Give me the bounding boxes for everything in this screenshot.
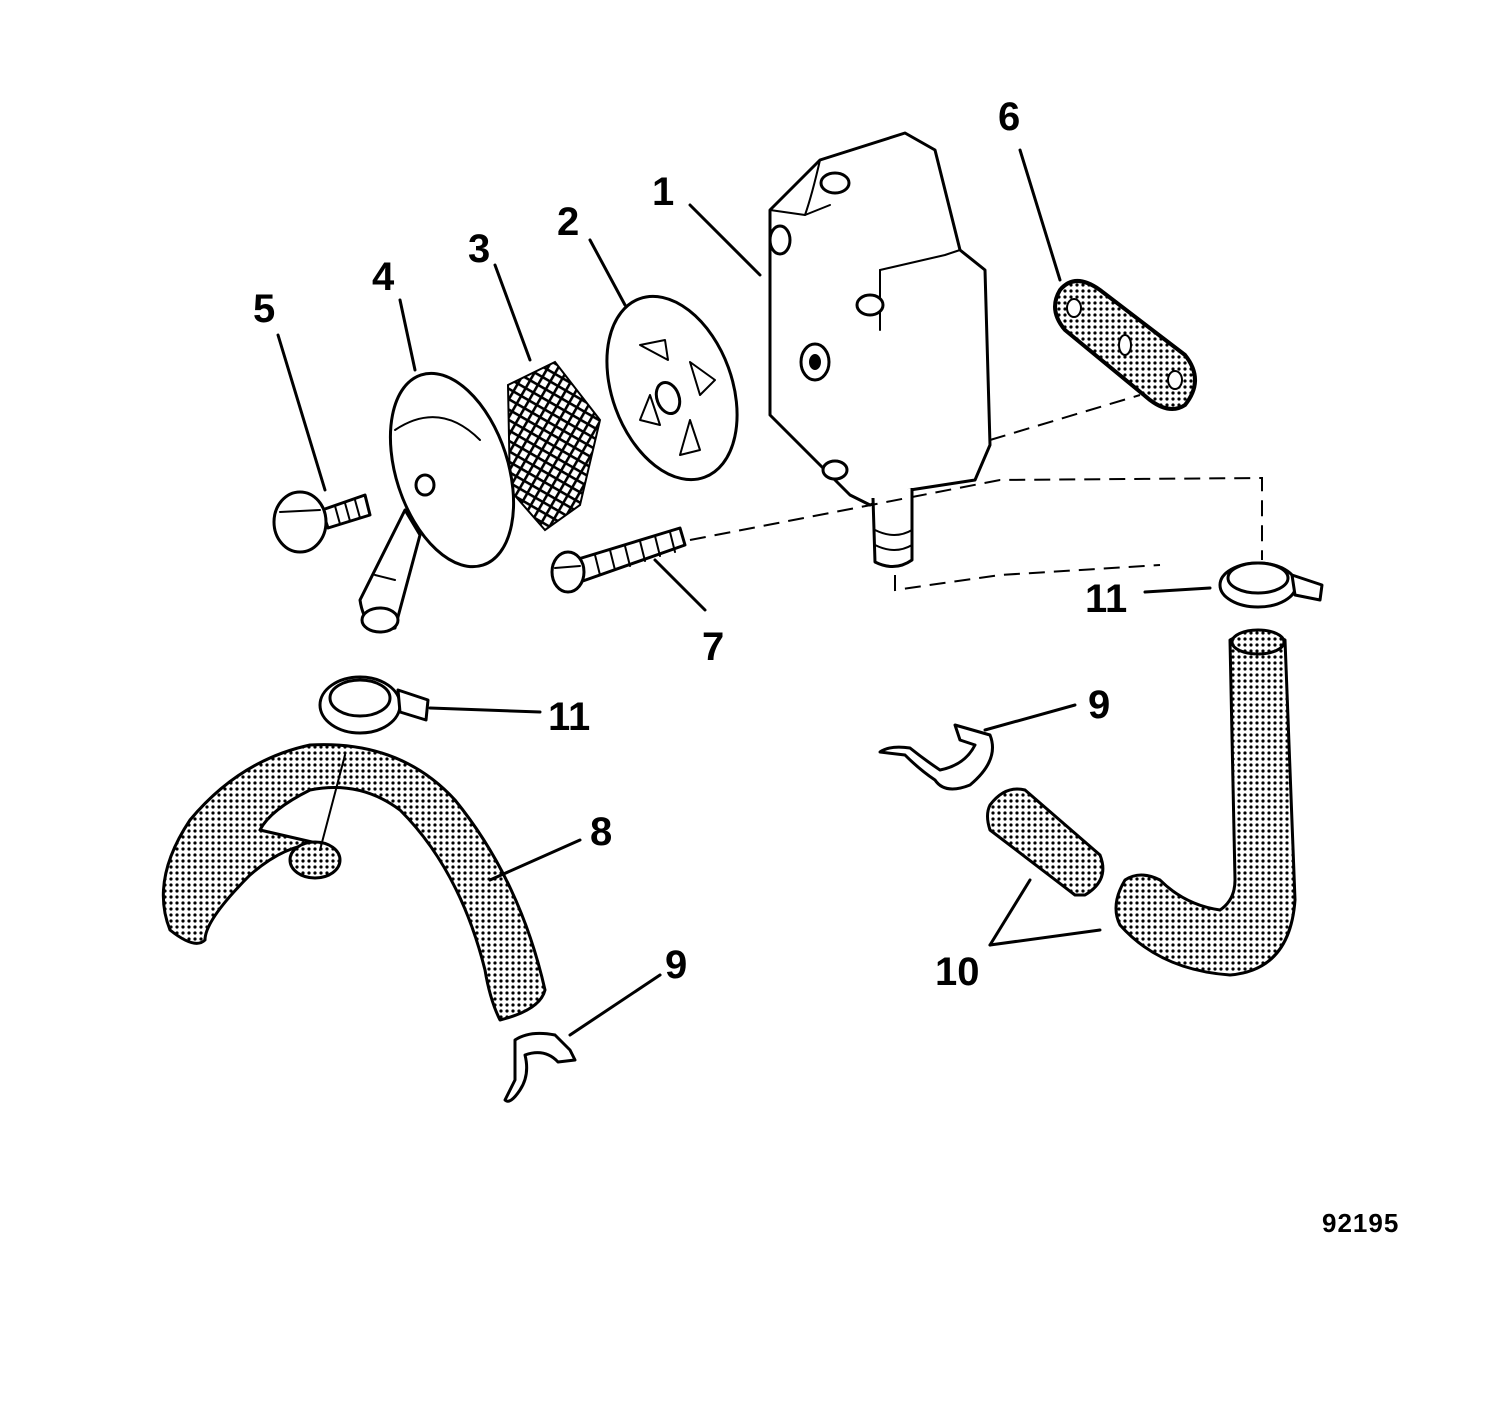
fuel-hose-elbow bbox=[1114, 628, 1297, 977]
callout-9-lower: 9 bbox=[665, 943, 687, 987]
leader-lines bbox=[276, 148, 1212, 1037]
assembly-line-fitting bbox=[894, 564, 1161, 592]
callout-10: 10 bbox=[935, 950, 980, 994]
filter-screen bbox=[506, 360, 602, 532]
fuel-hose-curved bbox=[161, 743, 547, 1022]
callout-4: 4 bbox=[372, 255, 395, 299]
hose-clamp-lower bbox=[318, 675, 430, 735]
callout-11-lower: 11 bbox=[548, 695, 590, 739]
callout-1: 1 bbox=[652, 170, 674, 214]
fuel-pump-body bbox=[768, 131, 992, 568]
callout-11-upper: 11 bbox=[1085, 577, 1127, 621]
valve-plate bbox=[605, 294, 739, 482]
mounting-screw bbox=[550, 526, 687, 594]
figure-number: 92195 bbox=[1322, 1208, 1399, 1238]
callout-5: 5 bbox=[253, 287, 275, 331]
hose-clip-upper bbox=[878, 723, 994, 791]
callout-2: 2 bbox=[557, 200, 579, 244]
assembly-line-screw bbox=[689, 476, 1263, 560]
callout-3: 3 bbox=[468, 227, 490, 271]
callout-9-upper: 9 bbox=[1088, 683, 1110, 727]
cover-screw bbox=[272, 490, 372, 554]
assembly-line-gasket bbox=[989, 394, 1141, 441]
mounting-gasket bbox=[1053, 279, 1197, 411]
fuel-hose-short bbox=[986, 787, 1105, 897]
callout-8: 8 bbox=[590, 810, 612, 854]
callout-7: 7 bbox=[702, 625, 724, 669]
hose-clamp-upper bbox=[1218, 561, 1324, 609]
hose-clip-lower bbox=[503, 1031, 577, 1103]
pump-cover bbox=[358, 371, 516, 634]
callout-6: 6 bbox=[998, 95, 1020, 139]
